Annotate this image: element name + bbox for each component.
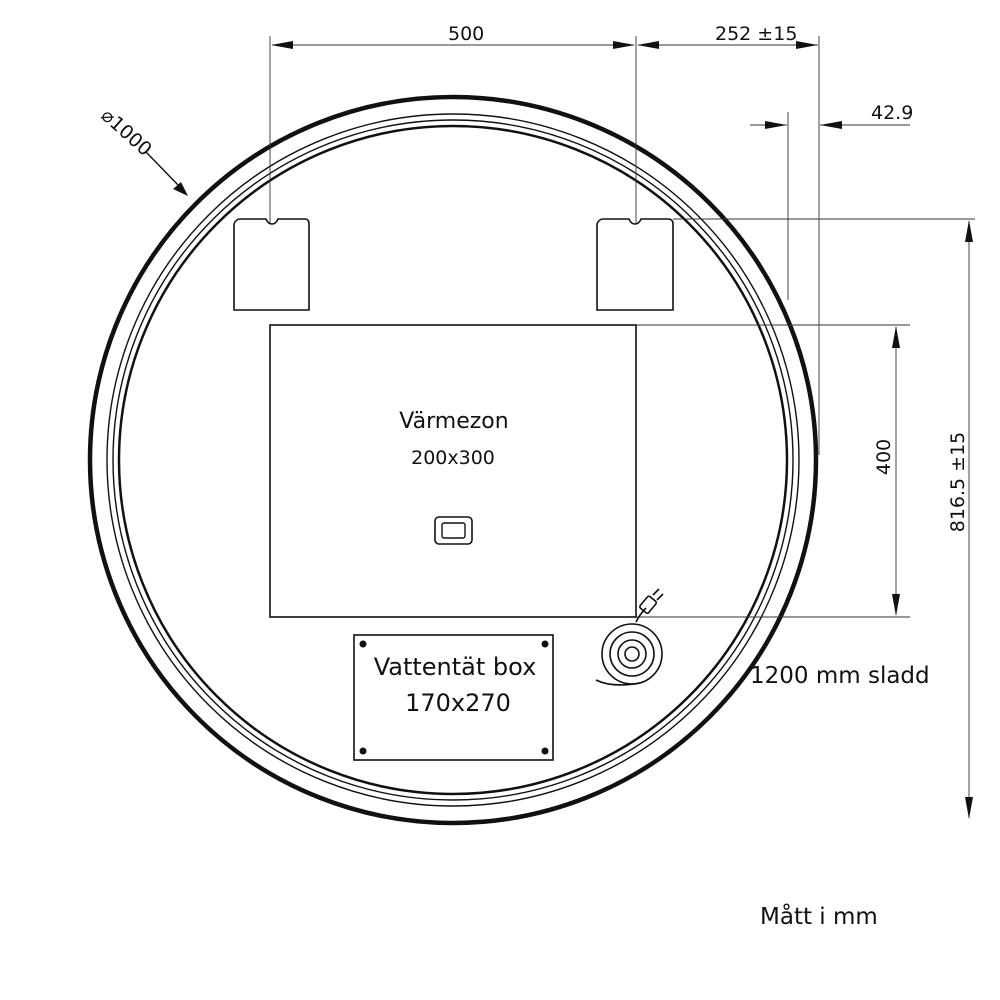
bracket-left-body [233,224,310,311]
arrow-400-top [892,326,900,348]
bracket-right-body [596,224,674,311]
diameter-arrowhead [173,182,188,196]
top-dimensions: 500 252 ±15 42.9 [269,23,913,455]
waterproof-box-title: Vattentät box [374,653,537,681]
waterproof-box-rect [353,634,554,761]
dim-816: 816.5 ±15 [947,220,973,819]
bracket-left-top [233,218,310,225]
arrow-42-left [765,121,787,129]
diameter-leader [145,151,181,188]
arrow-500-right [613,41,635,49]
dim-500-label: 500 [448,23,484,45]
bracket-right [596,218,674,311]
waterproof-box-size: 170x270 [405,689,511,717]
arrow-42-right [820,121,842,129]
cable-label: 1200 mm sladd [750,663,930,689]
dim-400-label: 400 [873,439,895,475]
cable-coil-icon [595,623,663,686]
mirror-outline [87,94,819,826]
screw-top-right [541,640,549,648]
mirror-outer-ring [87,94,819,826]
arrow-500-left [271,41,293,49]
diameter-label: ⌀1000 [97,104,156,160]
units-note: Mått i mm [760,902,878,930]
heat-zone: Värmezon 200x300 [269,324,637,618]
bracket-right-top [596,218,674,225]
heat-zone-size: 200x300 [411,447,495,469]
dim-816-label: 816.5 ±15 [947,432,969,533]
screw-bottom-left [359,747,367,755]
dim-42-label: 42.9 [871,102,913,124]
screw-top-left [359,640,367,648]
diameter-callout: ⌀1000 [97,104,188,196]
arrow-400-bottom [892,594,900,616]
mirror-ring-4 [117,124,789,796]
arrow-816-bottom [965,797,973,819]
arrow-816-top [965,220,973,242]
arrow-252-left [637,41,659,49]
mirror-ring-3 [112,119,794,801]
switch-icon [434,516,473,545]
heat-zone-title: Värmezon [399,409,508,434]
plug-icon [635,588,664,623]
dim-400: 400 [636,324,910,618]
dim-252-label: 252 ±15 [715,23,797,45]
heat-zone-rect [269,324,637,618]
screw-bottom-right [541,747,549,755]
bracket-left [233,218,310,311]
waterproof-box: Vattentät box 170x270 [353,634,554,761]
arrow-252-right [796,41,818,49]
mirror-ring-2 [106,113,800,807]
